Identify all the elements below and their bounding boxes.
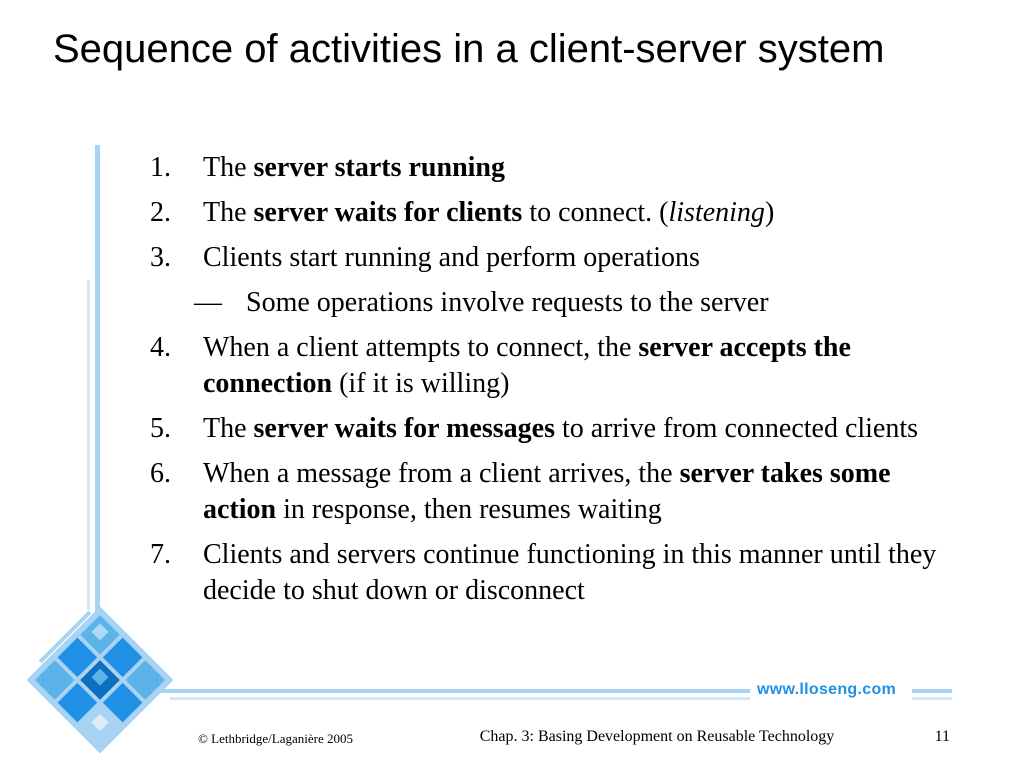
list-item-text: Clients and servers continue functioning… (203, 539, 936, 606)
list-item-number: 7. (150, 539, 171, 570)
list-item-text: The server starts running (203, 152, 505, 183)
bold-text: server takes some action (203, 458, 891, 525)
vertical-accent-line (95, 145, 100, 615)
text-segment: ) (764, 197, 775, 228)
horizontal-accent-line-right (912, 689, 952, 693)
horizontal-accent-line-light (170, 697, 750, 700)
vertical-accent-line-thin (87, 280, 90, 610)
list-item: 7. Clients and servers continue functioni… (150, 537, 950, 609)
website-link[interactable]: www.lloseng.com (754, 681, 900, 699)
bold-text: server accepts the connection (203, 332, 851, 399)
diamond-logo-icon (26, 606, 174, 754)
sub-list-item: — Some operations involve requests to the… (150, 285, 950, 321)
horizontal-accent-line (160, 689, 750, 693)
list-item-number: 4. (150, 332, 171, 363)
chapter-title: Chap. 3: Basing Development on Reusable … (479, 728, 835, 745)
copyright-text: © Lethbridge/Laganière 2005 (198, 731, 353, 746)
text-segment: (if it is willing) (332, 368, 510, 399)
list-item: 6. When a message from a client arrives, … (150, 456, 950, 528)
horizontal-accent-line-right-light (912, 697, 952, 700)
list-item-number: 1. (150, 152, 171, 183)
list-item-text: When a client attempts to connect, the s… (203, 332, 851, 399)
text-segment: When a client attempts to connect, the (203, 332, 639, 363)
text-segment: to connect. ( (522, 197, 669, 228)
list-item: 2. The server waits for clients to connec… (150, 195, 950, 231)
list-item-text: The server waits for clients to connect.… (203, 197, 774, 228)
text-segment: The (203, 197, 254, 228)
text-segment: Clients and servers continue functioning… (203, 539, 937, 606)
list-item: 1. The server starts running (150, 150, 950, 186)
list-item-number: 6. (150, 458, 171, 489)
sub-list-item-text: Some operations involve requests to the … (246, 287, 769, 318)
text-segment: The (203, 152, 254, 183)
text-segment: Clients start running and perform operat… (203, 242, 700, 273)
text-segment: in response, then resumes waiting (276, 494, 662, 525)
list-item-text: The server waits for messages to arrive … (203, 413, 918, 444)
italic-text: listening (668, 197, 765, 228)
list-item: 5. The server waits for messages to arriv… (150, 411, 950, 447)
list-item: 4. When a client attempts to connect, the… (150, 330, 950, 402)
diagonal-accent-line (38, 610, 92, 664)
bold-text: server starts running (253, 152, 505, 183)
list-item-number: 2. (150, 197, 171, 228)
text-segment: The (203, 413, 254, 444)
list-item-text: When a message from a client arrives, th… (203, 458, 891, 525)
list-item: 3. Clients start running and perform oper… (150, 240, 950, 276)
text-segment: to arrive from connected clients (554, 413, 919, 444)
bold-text: server waits for clients (253, 197, 523, 228)
list-item-number: 5. (150, 413, 171, 444)
list-item-number: 3. (150, 242, 171, 273)
dash-bullet: — (194, 287, 222, 318)
slide-title: Sequence of activities in a client-serve… (53, 27, 885, 71)
page-number: 11 (934, 728, 950, 745)
bold-text: server waits for messages (253, 413, 555, 444)
text-segment: When a message from a client arrives, th… (203, 458, 680, 489)
list-item-text: Clients start running and perform operat… (203, 242, 700, 273)
numbered-list: 1. The server starts running 2. The server … (150, 150, 950, 618)
